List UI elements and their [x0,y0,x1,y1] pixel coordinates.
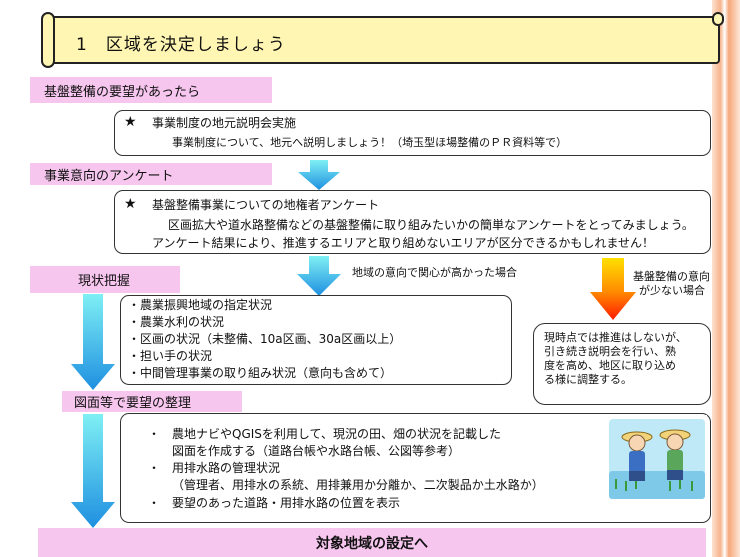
briefing-box [114,110,711,156]
side-note-box [533,323,711,405]
briefing-title: 事業制度の地元説明会実施 [152,116,297,130]
section-maps-label: 図面等で要望の整理 [62,391,242,412]
final-step-bar: 対象地域の設定へ [38,528,706,557]
farmers-illustration-icon [607,415,707,503]
side-note-line: る様に調整する。 [544,373,632,386]
questionnaire-line-2: アンケート結果により、推進するエリアと取り組めないエリアが区分できるかもしれませ… [152,236,654,250]
map-item-line: 農地ナビやQGISを利用して、現況の田、畑の状況を記載した [172,427,501,441]
map-item-line: 要望のあった道路・用排水路の位置を表示 [172,496,401,510]
star-icon: ★ [124,196,137,212]
section-request-label: 基盤整備の要望があったら [30,77,272,103]
questionnaire-title: 基盤整備事業についての地権者アンケート [152,198,380,212]
bullet: ・ [148,461,161,475]
section-survey-label: 事業意向のアンケート [30,163,272,185]
low-interest-label-2: が少ない場合 [639,284,705,297]
map-item-line: （管理者、用排水の系統、用排兼用か分離か、二次製品か土水路か） [172,478,544,492]
side-note-line: 現時点では推進はしないが、 [544,331,687,344]
scroll-curl-left [41,12,55,68]
status-item: ・区画の状況（未整備、10a区画、30a区画以上） [128,332,402,346]
decorative-side-stripe [712,0,740,557]
down-arrow-red-icon [590,258,636,320]
questionnaire-line-1: 区画拡大や道水路整備などの基盤整備に取り組みたいかの簡単なアンケートをとってみま… [168,218,694,232]
down-arrow-icon [298,160,340,190]
status-item: ・農業振興地域の指定状況 [128,298,273,312]
status-item: ・中間管理事業の取り組み状況（意向も含めて） [128,366,393,380]
title-banner [46,16,720,64]
bullet: ・ [148,496,161,510]
low-interest-label-1: 基盤整備の意向 [633,270,710,283]
status-item: ・農業水利の状況 [128,315,225,329]
side-note-line: 引き続き説明会を行い、熟 [544,345,676,358]
status-box [120,295,512,385]
high-interest-label: 地域の意向で関心が高かった場合 [352,266,517,279]
bullet: ・ [148,427,161,441]
questionnaire-box [114,190,711,254]
status-item: ・担い手の状況 [128,349,213,363]
down-arrow-icon [297,256,341,296]
briefing-body: 事業制度について、地元へ説明しましょう！（埼玉型ほ場整備のＰＲ資料等で） [172,136,568,149]
vertical-arrow-icon [71,294,115,390]
map-item-line: 図面を作成する（道路台帳や水路台帳、公図等参考） [172,444,461,458]
star-icon: ★ [124,114,137,130]
map-item-line: 用排水路の管理状況 [172,461,281,475]
vertical-arrow-icon [71,414,115,528]
page-title: 1 区域を決定しましょう [76,35,286,55]
scroll-curl-right [712,12,724,26]
section-status-label: 現状把握 [30,266,180,293]
side-note-line: 度を高め、地区に取り込め [544,359,676,372]
